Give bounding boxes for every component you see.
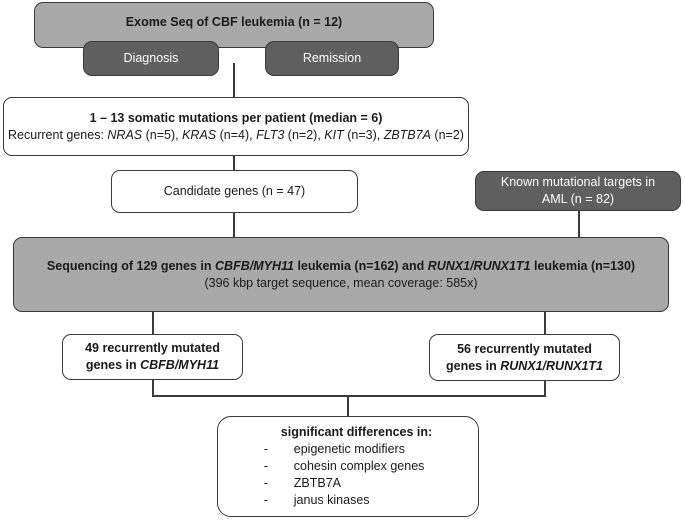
connector-bottom-horizontal	[152, 395, 546, 397]
connector-candidate	[233, 156, 235, 170]
recurrent-genes-line: Recurrent genes: NRAS (n=5), KRAS (n=4),…	[8, 127, 464, 144]
gene-kras-count: (n=4),	[216, 127, 257, 142]
sequencing-title: Sequencing of 129 genes in CBFB/MYH11 le…	[47, 258, 635, 275]
sequencing-text-3: leukemia (n=130)	[530, 258, 636, 273]
runx1-results-box: 56 recurrently mutated genes in RUNX1/RU…	[429, 334, 620, 381]
somatic-mutations-summary: 1 – 13 somatic mutations per patient (me…	[89, 110, 383, 125]
sequencing-text-1: Sequencing of 129 genes in	[46, 258, 216, 273]
differences-box: significant differences in: - epigenetic …	[217, 416, 479, 517]
connector-right-down	[544, 381, 546, 395]
differences-item-cohesin: cohesin complex genes	[293, 459, 425, 473]
gene-nras-count: (n=5),	[142, 127, 183, 142]
dash-bullet: -	[263, 493, 268, 507]
runx1-results-line2: genes in RUNX1/RUNX1T1	[446, 358, 603, 375]
connector-candidate-down	[233, 213, 235, 237]
sequencing-gene-runx1: RUNX1/RUNX1T1	[427, 258, 531, 273]
list-item: - janus kinases	[264, 492, 432, 509]
gene-nras: NRAS	[107, 127, 143, 142]
diagnosis-box: Diagnosis	[83, 41, 219, 76]
remission-box: Remission	[265, 41, 399, 76]
known-targets-line1: Known mutational targets in	[500, 175, 656, 189]
dash-bullet: -	[263, 442, 268, 456]
diagnosis-label: Diagnosis	[123, 51, 179, 65]
cbfb-results-box: 49 recurrently mutated genes in CBFB/MYH…	[62, 334, 243, 380]
gene-zbtb7a-count: (n=2)	[430, 127, 464, 142]
runx1-results-gene: RUNX1/RUNX1T1	[500, 358, 603, 373]
cbfb-results-line2: genes in CBFB/MYH11	[86, 357, 219, 374]
connector-left-down	[152, 380, 154, 395]
list-item: - cohesin complex genes	[264, 458, 432, 475]
sequencing-gene-cbfb: CBFB/MYH11	[215, 258, 294, 273]
connector-left-up	[152, 312, 154, 334]
cbfb-results-line1: 49 recurrently mutated	[85, 341, 220, 355]
list-item: - epigenetic modifiers	[264, 441, 432, 458]
differences-title: significant differences in:	[280, 425, 433, 439]
recurrent-genes-prefix: Recurrent genes:	[8, 127, 108, 142]
differences-content: significant differences in: - epigenetic …	[264, 424, 432, 509]
connector-known-down	[578, 211, 580, 237]
gene-flt3: FLT3	[256, 127, 285, 142]
dash-bullet: -	[263, 476, 268, 490]
differences-item-janus: janus kinases	[293, 493, 370, 507]
list-item: - ZBTB7A	[264, 475, 432, 492]
connector-top	[233, 63, 235, 97]
dash-bullet: -	[263, 459, 268, 473]
somatic-mutations-box: 1 – 13 somatic mutations per patient (me…	[3, 97, 469, 156]
exome-seq-box: Exome Seq of CBF leukemia (n = 12)	[34, 2, 434, 48]
differences-item-epigenetic: epigenetic modifiers	[293, 442, 405, 456]
known-targets-box: Known mutational targets in AML (n = 82)	[475, 171, 681, 211]
cbfb-results-prefix: genes in	[85, 358, 141, 372]
candidate-genes-label: Candidate genes (n = 47)	[163, 184, 306, 198]
connector-right-up	[544, 312, 546, 334]
sequencing-subtitle: (396 kbp target sequence, mean coverage:…	[204, 275, 478, 290]
differences-list: - epigenetic modifiers - cohesin complex g…	[264, 441, 432, 509]
gene-zbtb7a: ZBTB7A	[383, 127, 431, 142]
gene-flt3-count: (n=2),	[284, 127, 325, 142]
runx1-results-prefix: genes in	[446, 358, 501, 373]
candidate-genes-box: Candidate genes (n = 47)	[111, 170, 358, 213]
exome-seq-title: Exome Seq of CBF leukemia (n = 12)	[125, 15, 343, 29]
gene-kit: KIT	[324, 127, 344, 142]
known-targets-line2: AML (n = 82)	[541, 192, 615, 206]
remission-label: Remission	[302, 51, 362, 65]
sequencing-box: Sequencing of 129 genes in CBFB/MYH11 le…	[13, 237, 669, 312]
cbfb-results-gene: CBFB/MYH11	[140, 358, 220, 372]
sequencing-text-2: leukemia (n=162) and	[293, 258, 428, 273]
gene-kras: KRAS	[182, 127, 217, 142]
differences-item-zbtb7a: ZBTB7A	[293, 476, 342, 490]
connector-bottom-center	[347, 395, 349, 416]
runx1-results-line1: 56 recurrently mutated	[457, 341, 592, 356]
gene-kit-count: (n=3),	[343, 127, 384, 142]
